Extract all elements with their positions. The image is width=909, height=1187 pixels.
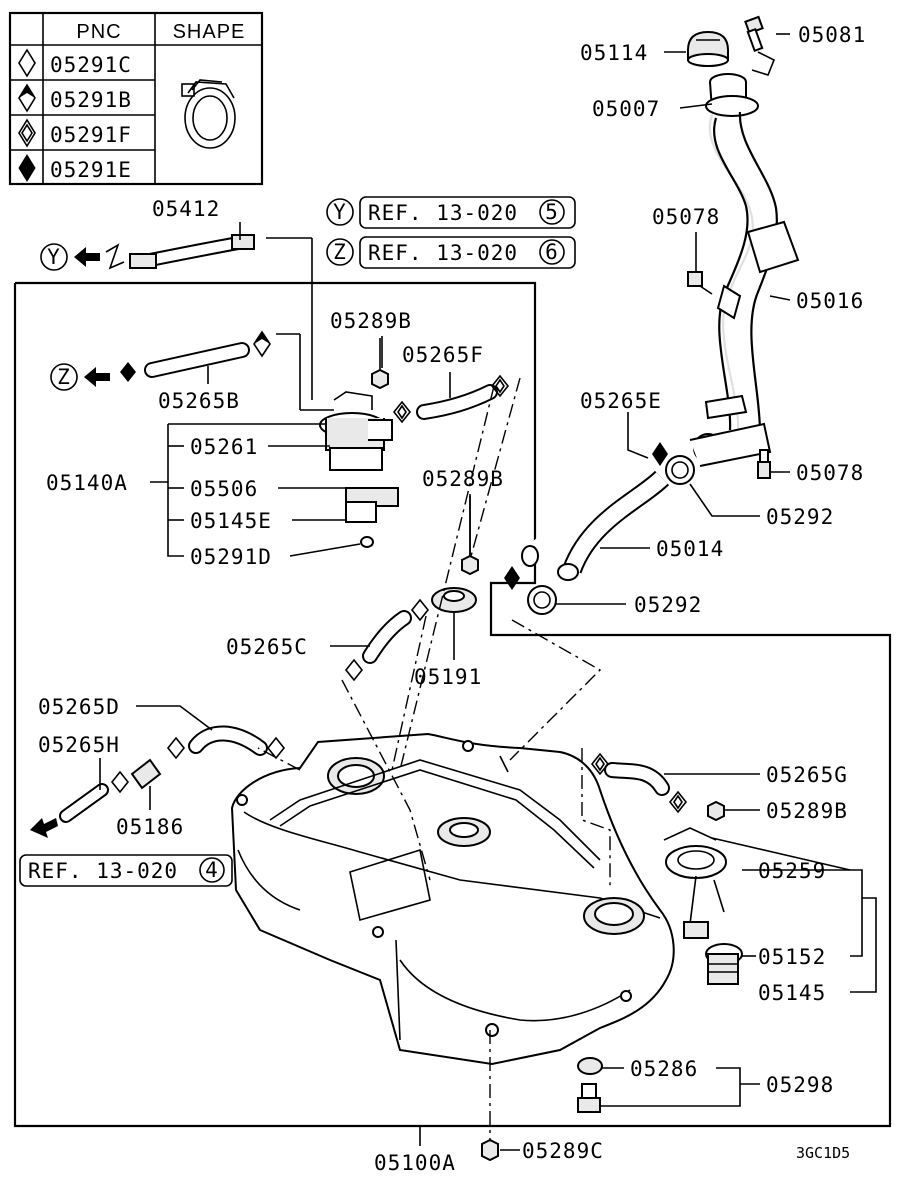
label-05140A[interactable]: 05140A xyxy=(46,471,128,495)
ref-bottom-text: REF. 13-020 xyxy=(28,859,178,883)
legend-header-pnc: PNC xyxy=(76,21,121,43)
plug-05291D xyxy=(360,536,374,548)
ref-z-number: 6 xyxy=(545,240,559,264)
cap-05152 xyxy=(705,943,743,985)
label-05016[interactable]: 05016 xyxy=(796,289,864,313)
label-05261[interactable]: 05261 xyxy=(190,435,258,459)
nut-05289C xyxy=(481,1030,499,1162)
z-arrow: Z xyxy=(50,362,136,391)
plug-05286 xyxy=(577,1057,603,1075)
label-05292-lower[interactable]: 05292 xyxy=(634,593,702,617)
main-frame xyxy=(13,283,892,1128)
frame-top xyxy=(15,281,537,298)
ref-y-number: 5 xyxy=(545,200,559,224)
label-05265D[interactable]: 05265D xyxy=(38,695,120,719)
bolt-05078-lower xyxy=(757,449,771,479)
ref-z-box[interactable] xyxy=(359,236,576,269)
hose-05412 xyxy=(129,234,255,269)
label-05078-lower[interactable]: 05078 xyxy=(796,461,864,485)
diamond-outline-icon xyxy=(18,48,36,78)
label-05191[interactable]: 05191 xyxy=(414,665,482,689)
nut-05289B-top xyxy=(371,338,389,390)
fuel-pump-module xyxy=(319,391,399,548)
label-05259[interactable]: 05259 xyxy=(758,859,826,883)
label-05078-upper[interactable]: 05078 xyxy=(652,205,720,229)
ref-y-box[interactable] xyxy=(359,196,576,229)
nut-05289B-right xyxy=(707,800,725,822)
label-05292-upper[interactable]: 05292 xyxy=(766,505,834,529)
sender-gauge-05259 xyxy=(663,827,727,939)
clamp-05292-upper xyxy=(665,455,695,485)
ref-y-marker: Y xyxy=(333,200,347,224)
label-05506[interactable]: 05506 xyxy=(190,477,258,501)
z-arrow-marker: Z xyxy=(57,365,71,389)
ref-y-text: REF. 13-020 xyxy=(368,201,518,225)
label-05007[interactable]: 05007 xyxy=(592,97,660,121)
label-05289B-mid[interactable]: 05289B xyxy=(422,467,504,491)
cap-05191 xyxy=(431,587,477,613)
hose-05265H xyxy=(30,783,109,838)
label-05265F[interactable]: 05265F xyxy=(402,343,484,367)
label-05265G[interactable]: 05265G xyxy=(766,763,848,787)
hose-05265F xyxy=(392,374,510,424)
label-05014[interactable]: 05014 xyxy=(656,537,724,561)
legend-code-05291f: 05291F xyxy=(50,123,132,147)
legend-code-05291c: 05291C xyxy=(50,53,132,77)
bolt-05298 xyxy=(577,1083,601,1113)
hose-05265G xyxy=(590,752,688,814)
label-05298[interactable]: 05298 xyxy=(766,1073,834,1097)
label-05291D[interactable]: 05291D xyxy=(190,545,272,569)
ref-bottom-group: REF. 13-020 4 xyxy=(19,854,233,887)
ref-z-marker: Z xyxy=(333,240,347,264)
label-05289B-top[interactable]: 05289B xyxy=(330,309,412,333)
y-arrow: Y xyxy=(40,243,125,271)
label-05289B-right[interactable]: 05289B xyxy=(766,799,848,823)
hose-05265D xyxy=(166,725,286,760)
bolt-05078-upper xyxy=(687,238,713,295)
label-05265C[interactable]: 05265C xyxy=(226,635,308,659)
fuel-tank-05100A xyxy=(230,732,675,1066)
valve-05186 xyxy=(110,758,162,794)
legend-header-shape: SHAPE xyxy=(173,21,246,43)
diamond-double-icon xyxy=(18,118,36,148)
clamp-05292-lower xyxy=(527,585,557,615)
label-05114[interactable]: 05114 xyxy=(580,41,648,65)
ref-bottom-number: 4 xyxy=(205,858,219,882)
label-05152[interactable]: 05152 xyxy=(758,945,826,969)
y-arrow-marker: Y xyxy=(47,245,61,269)
hose-clamp-icon xyxy=(181,79,236,149)
label-05145[interactable]: 05145 xyxy=(758,981,826,1005)
label-05289C[interactable]: 05289C xyxy=(522,1139,604,1163)
diamond-filled-icon xyxy=(18,154,36,182)
legend-table: PNC SHAPE 05291C 05291B 05291F 05291E xyxy=(8,11,264,186)
sender-05145E xyxy=(345,501,377,523)
hose-05265B xyxy=(144,330,271,378)
label-05265E[interactable]: 05265E xyxy=(580,389,662,413)
label-05265B[interactable]: 05265B xyxy=(158,389,240,413)
legend-code-05291e: 05291E xyxy=(50,158,132,182)
label-05145E[interactable]: 05145E xyxy=(190,509,272,533)
label-05286[interactable]: 05286 xyxy=(630,1057,698,1081)
hose-05265C xyxy=(344,598,430,682)
label-05265H[interactable]: 05265H xyxy=(38,733,120,757)
ref-y-group: Y REF. 13-020 5 xyxy=(326,196,576,229)
legend-code-05291b: 05291B xyxy=(50,88,132,112)
label-05412[interactable]: 05412 xyxy=(152,197,220,221)
label-05081[interactable]: 05081 xyxy=(798,23,866,47)
fuel-cap xyxy=(687,30,729,61)
ref-bottom-box[interactable] xyxy=(19,854,233,887)
ref-z-text: REF. 13-020 xyxy=(368,241,518,265)
filler-neck-assembly xyxy=(504,15,800,615)
label-05100A[interactable]: 05100A xyxy=(374,1151,456,1175)
label-05186[interactable]: 05186 xyxy=(116,815,184,839)
neck-bracket xyxy=(746,220,800,274)
ref-z-group: Z REF. 13-020 6 xyxy=(326,236,576,269)
bolt-05081 xyxy=(744,15,776,76)
diagram-code: 3GC1D5 xyxy=(796,1144,850,1162)
